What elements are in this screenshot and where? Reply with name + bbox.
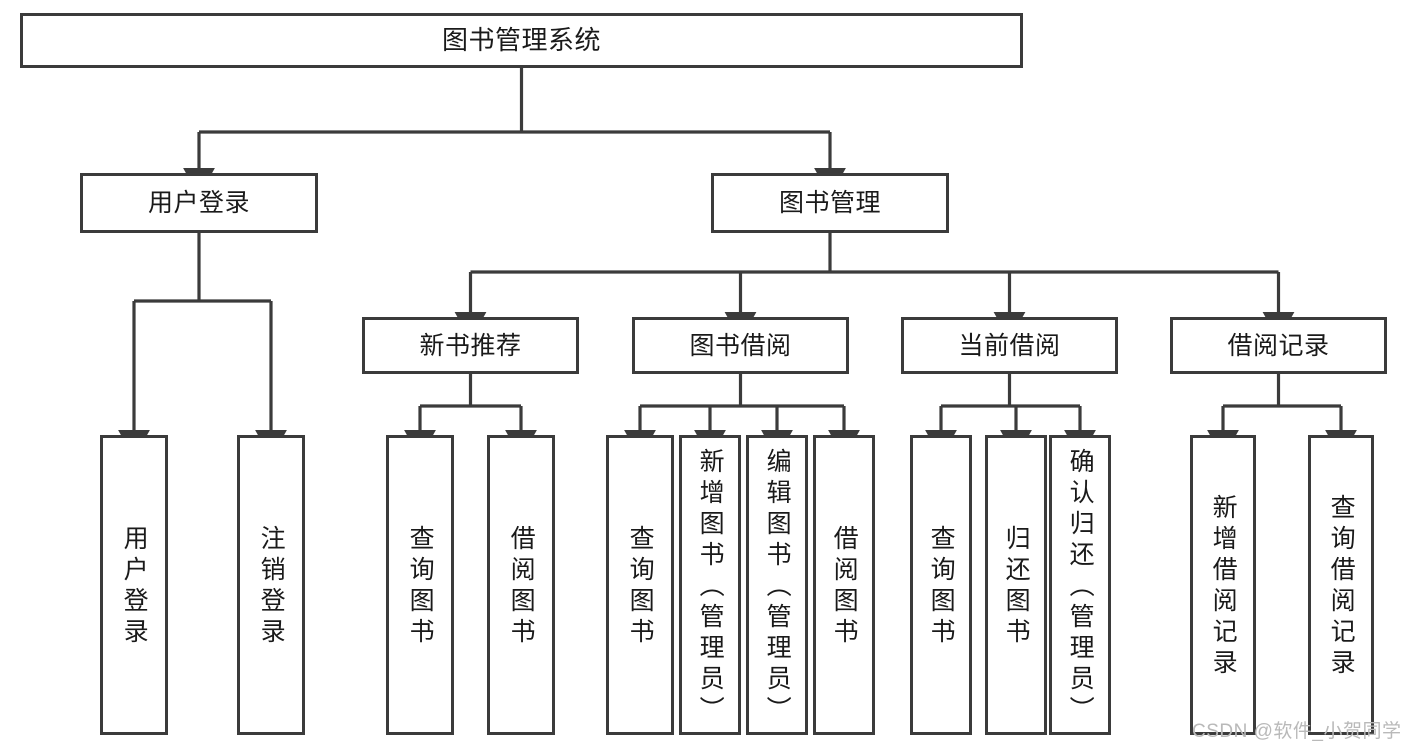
- node-label: 图书管理系统: [441, 24, 601, 55]
- node-leaf-user-login[interactable]: 用户登录: [100, 435, 168, 735]
- node-leaf-bw-borrow[interactable]: 借阅图书: [813, 435, 875, 735]
- node-leaf-rec-add[interactable]: 新增借阅记录: [1190, 435, 1256, 735]
- node-records[interactable]: 借阅记录: [1170, 317, 1387, 374]
- node-label: 新增借阅记录: [1209, 494, 1238, 680]
- node-newbook[interactable]: 新书推荐: [362, 317, 579, 374]
- node-leaf-bw-edit[interactable]: 编辑图书（管理员）: [746, 435, 808, 735]
- node-label: 图书借阅: [689, 331, 792, 360]
- node-label: 新书推荐: [419, 331, 522, 360]
- node-label: 借阅记录: [1227, 331, 1330, 360]
- node-borrow[interactable]: 图书借阅: [632, 317, 849, 374]
- node-label: 查询图书: [927, 525, 956, 649]
- node-label: 查询借阅记录: [1327, 494, 1356, 680]
- node-leaf-nb-query[interactable]: 查询图书: [386, 435, 454, 735]
- edge-group: [118, 68, 1357, 459]
- node-label: 查询图书: [406, 525, 435, 649]
- node-label: 借阅图书: [830, 525, 859, 649]
- node-leaf-cur-confirm[interactable]: 确认归还（管理员）: [1049, 435, 1111, 735]
- node-label: 确认归还（管理员）: [1066, 447, 1095, 727]
- node-label: 借阅图书: [507, 525, 536, 649]
- node-leaf-nb-borrow[interactable]: 借阅图书: [487, 435, 555, 735]
- node-label: 注销登录: [257, 525, 286, 649]
- node-leaf-rec-query[interactable]: 查询借阅记录: [1308, 435, 1374, 735]
- node-leaf-cur-return[interactable]: 归还图书: [985, 435, 1047, 735]
- node-label: 归还图书: [1002, 525, 1031, 649]
- node-login[interactable]: 用户登录: [80, 173, 318, 233]
- node-label: 新增图书（管理员）: [696, 447, 725, 727]
- node-leaf-user-logout[interactable]: 注销登录: [237, 435, 305, 735]
- node-leaf-bw-query[interactable]: 查询图书: [606, 435, 674, 735]
- node-root[interactable]: 图书管理系统: [20, 13, 1023, 68]
- node-leaf-cur-query[interactable]: 查询图书: [910, 435, 972, 735]
- node-label: 图书管理: [778, 189, 881, 217]
- csdn-watermark: CSDN @软件_小贺同学: [1192, 721, 1402, 742]
- node-label: 当前借阅: [958, 331, 1061, 360]
- node-current[interactable]: 当前借阅: [901, 317, 1118, 374]
- node-label: 编辑图书（管理员）: [763, 447, 792, 727]
- node-label: 用户登录: [147, 189, 250, 217]
- node-bookmgmt[interactable]: 图书管理: [711, 173, 949, 233]
- node-label: 查询图书: [626, 525, 655, 649]
- node-label: 用户登录: [120, 525, 149, 649]
- node-leaf-bw-add[interactable]: 新增图书（管理员）: [679, 435, 741, 735]
